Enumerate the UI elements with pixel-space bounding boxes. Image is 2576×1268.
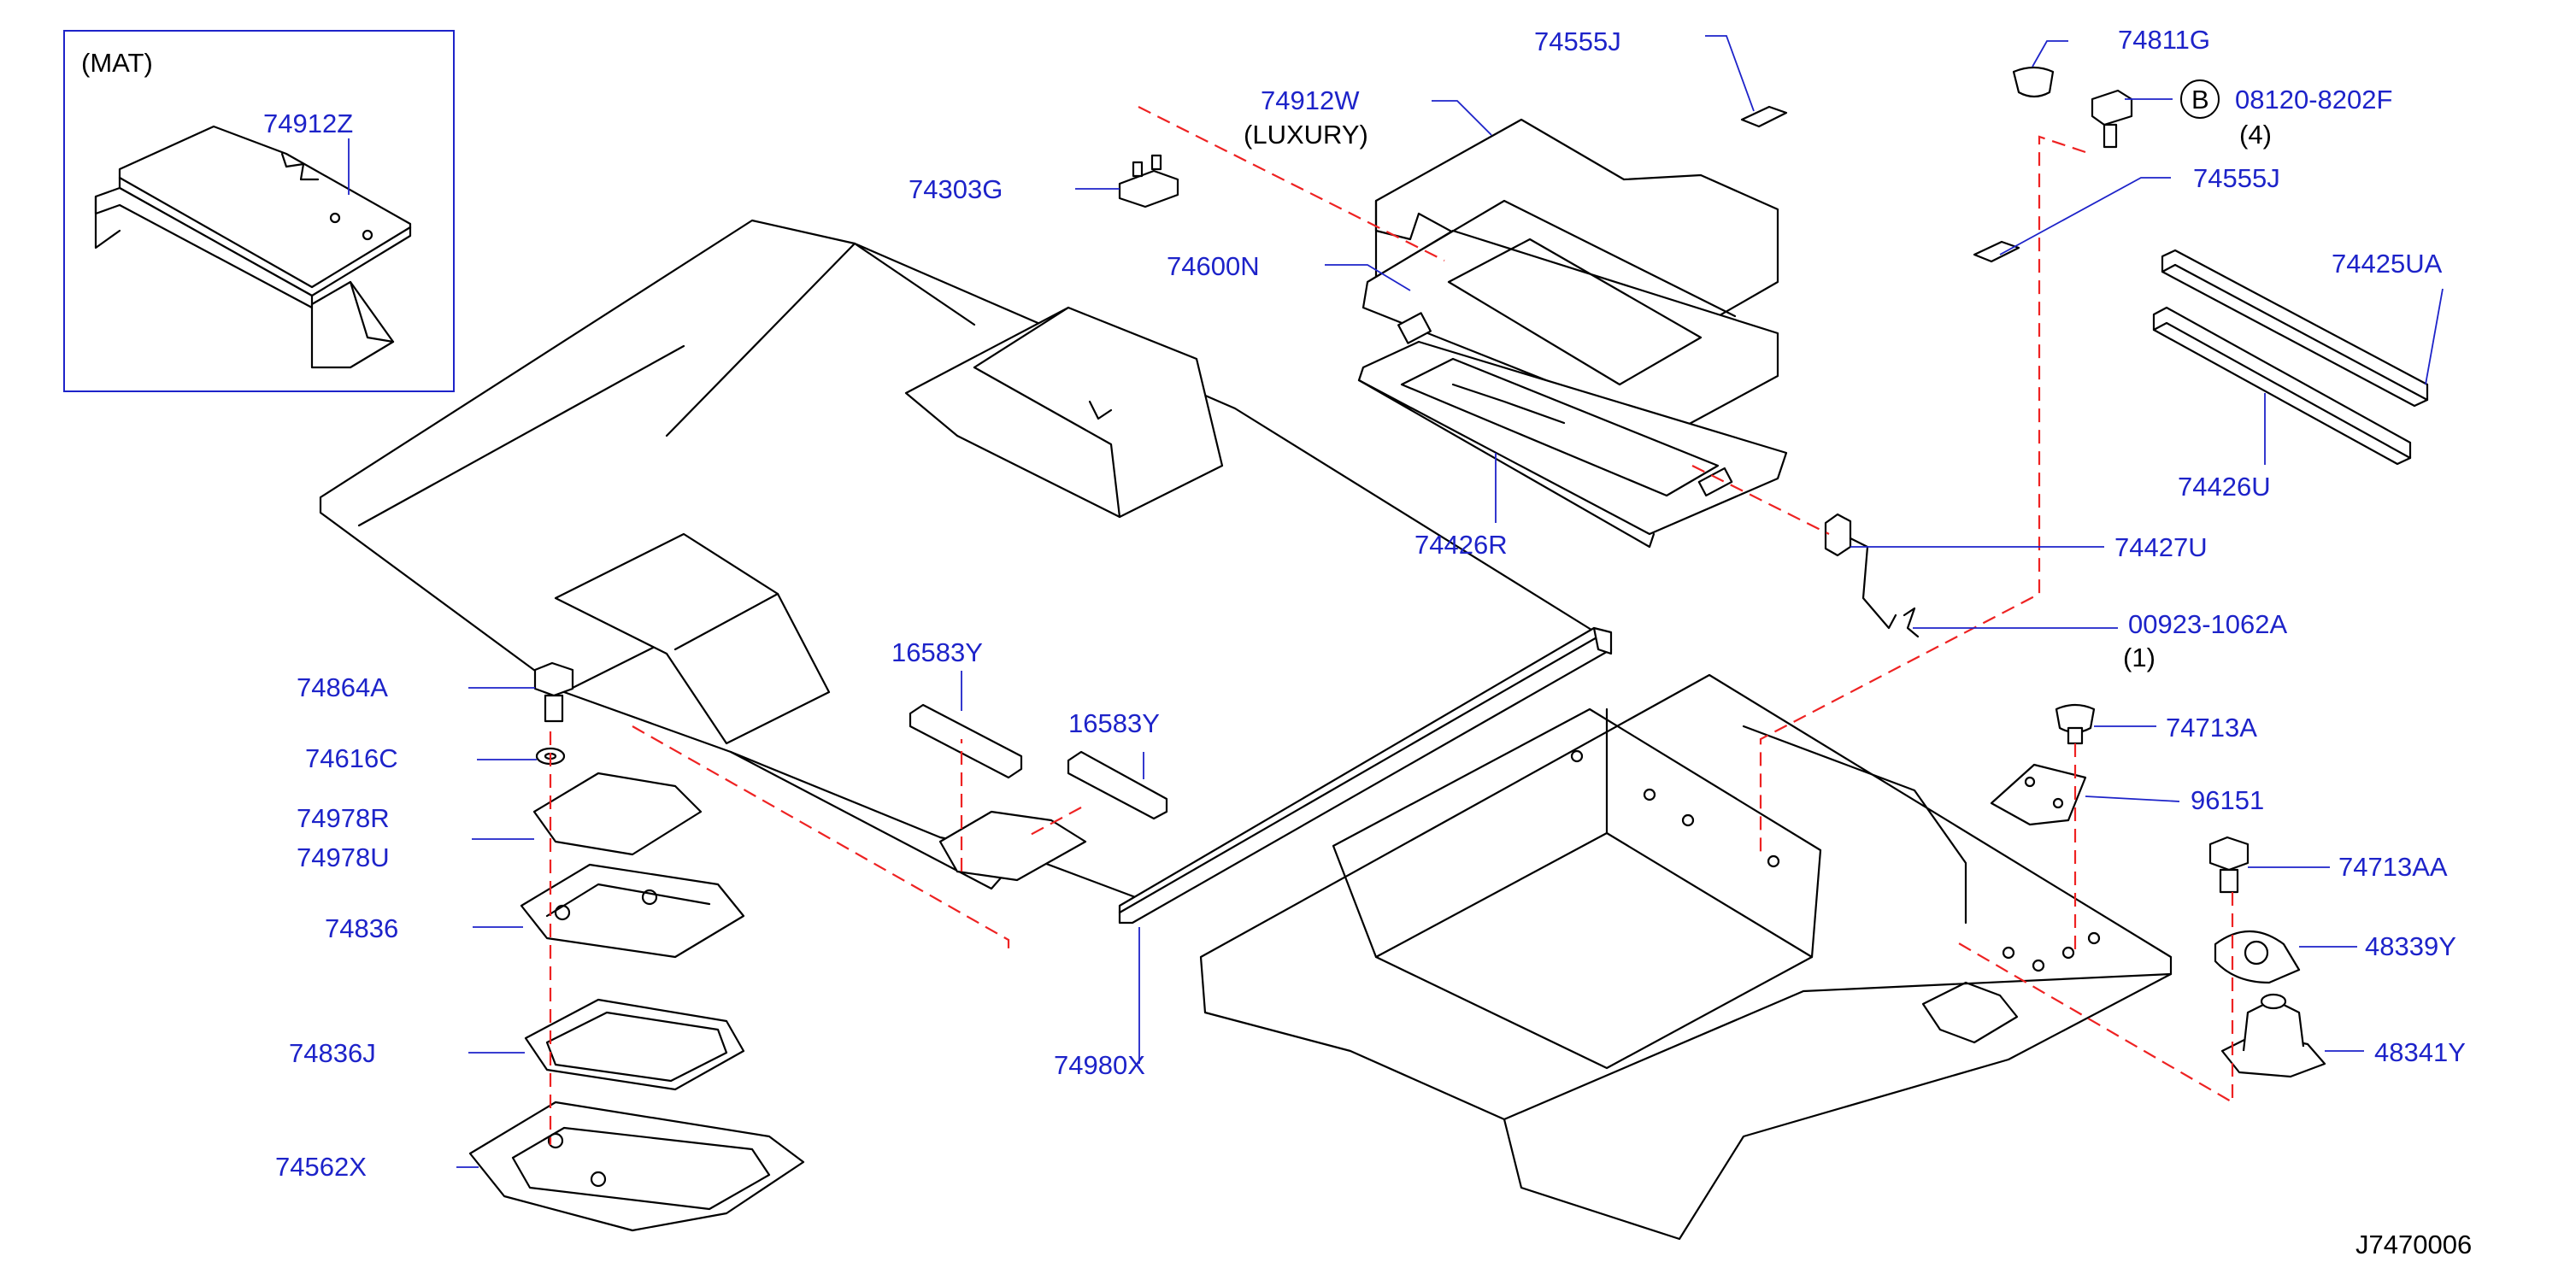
label-74600N[interactable]: 74600N <box>1167 251 1260 281</box>
small-parts-drawing <box>909 66 2429 925</box>
label-74713AA[interactable]: 74713AA <box>2338 852 2448 882</box>
rear-floor-panel-drawing <box>319 219 1609 907</box>
label-16583Y-a[interactable]: 16583Y <box>891 637 983 667</box>
label-74427U[interactable]: 74427U <box>2114 532 2208 562</box>
label-08120-qty: (4) <box>2239 120 2272 150</box>
label-16583Y-b[interactable]: 16583Y <box>1068 708 1160 738</box>
leader-lines <box>456 35 2444 1168</box>
badge-b-text: B <box>2191 85 2209 114</box>
label-74864A[interactable]: 74864A <box>297 672 388 702</box>
diagram-id: J7470006 <box>2355 1230 2472 1259</box>
inset-mat-drawing <box>94 125 412 369</box>
badge-b: B <box>2180 79 2220 119</box>
spare-tire-floor-drawing <box>1199 673 2326 1241</box>
label-74555J-top[interactable]: 74555J <box>1534 26 1621 56</box>
callout-dashed-lines <box>549 106 2234 1145</box>
label-74616C[interactable]: 74616C <box>305 743 398 773</box>
label-48339Y[interactable]: 48339Y <box>2365 931 2456 961</box>
left-column-parts-drawing <box>468 661 805 1232</box>
label-74978R[interactable]: 74978R <box>297 803 390 833</box>
label-74303G[interactable]: 74303G <box>909 174 1003 204</box>
label-74836[interactable]: 74836 <box>325 913 398 943</box>
label-00923-1062A[interactable]: 00923-1062A <box>2128 609 2287 639</box>
label-74912Z[interactable]: 74912Z <box>263 109 353 138</box>
label-74426U[interactable]: 74426U <box>2178 472 2271 502</box>
label-74426R[interactable]: 74426R <box>1414 530 1508 560</box>
label-74912W-note: (LUXURY) <box>1244 120 1368 150</box>
label-74978U[interactable]: 74978U <box>297 842 390 872</box>
label-74555J-mid[interactable]: 74555J <box>2193 163 2280 193</box>
inset-mat-box: (MAT) 74912Z <box>63 30 455 392</box>
label-96151[interactable]: 96151 <box>2191 785 2264 815</box>
label-08120-8202F[interactable]: 08120-8202F <box>2235 85 2392 114</box>
label-74713A[interactable]: 74713A <box>2166 713 2257 743</box>
label-00923-qty: (1) <box>2123 643 2155 672</box>
part-labels: 74555J 74811G 74912W (LUXURY) B 08120-82… <box>275 25 2466 1182</box>
label-48341Y[interactable]: 48341Y <box>2374 1037 2466 1067</box>
luggage-tray-drawing <box>1357 118 1788 549</box>
label-74980X[interactable]: 74980X <box>1054 1050 1145 1080</box>
label-74912W[interactable]: 74912W <box>1261 85 1360 115</box>
label-74836J[interactable]: 74836J <box>289 1038 376 1068</box>
label-74425UA[interactable]: 74425UA <box>2332 249 2443 279</box>
label-74811G[interactable]: 74811G <box>2118 25 2210 55</box>
inset-title: (MAT) <box>81 48 153 78</box>
label-74562X[interactable]: 74562X <box>275 1152 367 1182</box>
